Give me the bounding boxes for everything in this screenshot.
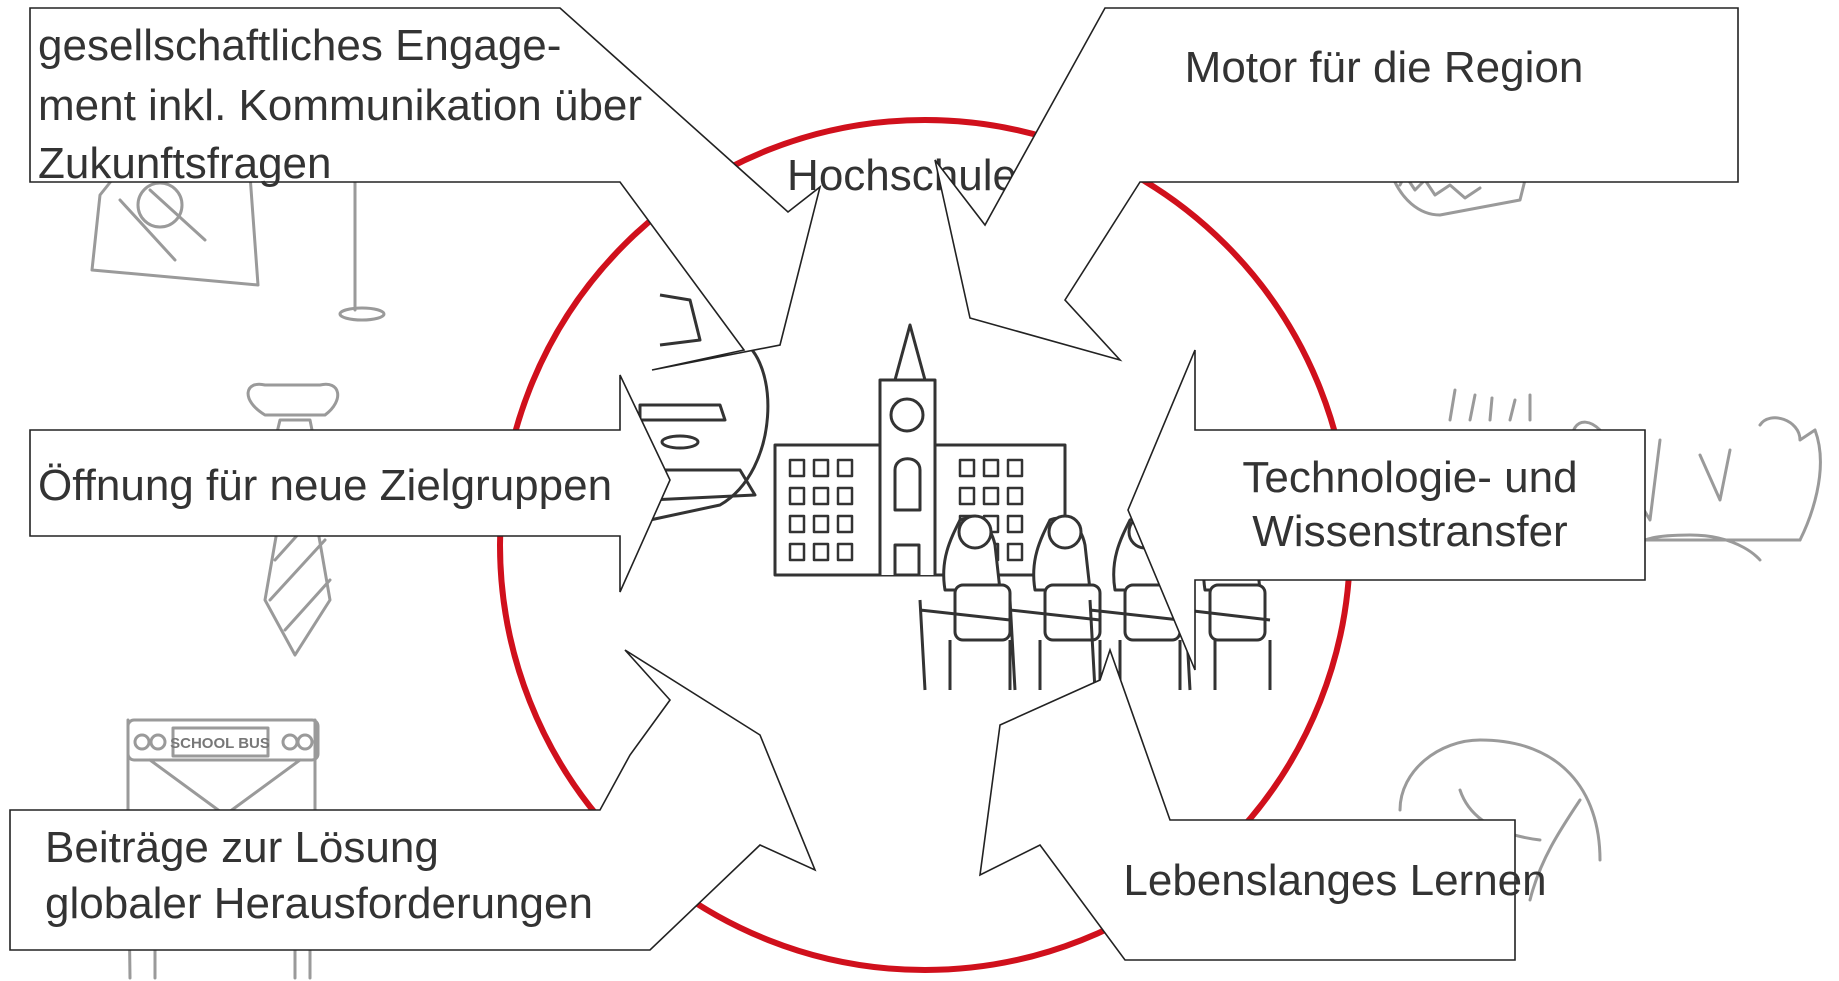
bus-sign: SCHOOL BUS — [170, 735, 270, 752]
callout-engagement: gesellschaftliches Engage- ment inkl. Ko… — [29, 7, 822, 371]
callout-transfer-line-2: Wissenstransfer — [1252, 507, 1567, 556]
callout-transfer-line-1: Technologie- und — [1242, 453, 1577, 502]
callout-global-line-1: Beiträge zur Lösung — [45, 823, 439, 872]
callout-engagement-line-3: Zukunftsfragen — [38, 139, 332, 188]
callout-transfer: Technologie- und Wissenstransfer — [1127, 349, 1646, 671]
callout-global: Beiträge zur Lösung globaler Herausforde… — [9, 649, 817, 951]
callout-lernen: Lebenslanges Lernen — [979, 647, 1547, 961]
callout-zielgruppen: Öffnung für neue Zielgruppen — [29, 374, 671, 593]
callout-lernen-text: Lebenslanges Lernen — [1123, 856, 1546, 905]
callout-region: Motor für die Region — [934, 7, 1739, 362]
callout-global-line-2: globaler Herausforderungen — [45, 879, 593, 928]
callout-zielgruppen-text: Öffnung für neue Zielgruppen — [38, 461, 612, 510]
callout-region-text: Motor für die Region — [1185, 43, 1584, 92]
university-building-icon — [773, 323, 1067, 577]
center-title: Hochschule — [787, 151, 1017, 200]
callout-engagement-line-2: ment inkl. Kommunikation über — [38, 81, 642, 130]
callout-engagement-line-1: gesellschaftliches Engage- — [38, 21, 561, 70]
